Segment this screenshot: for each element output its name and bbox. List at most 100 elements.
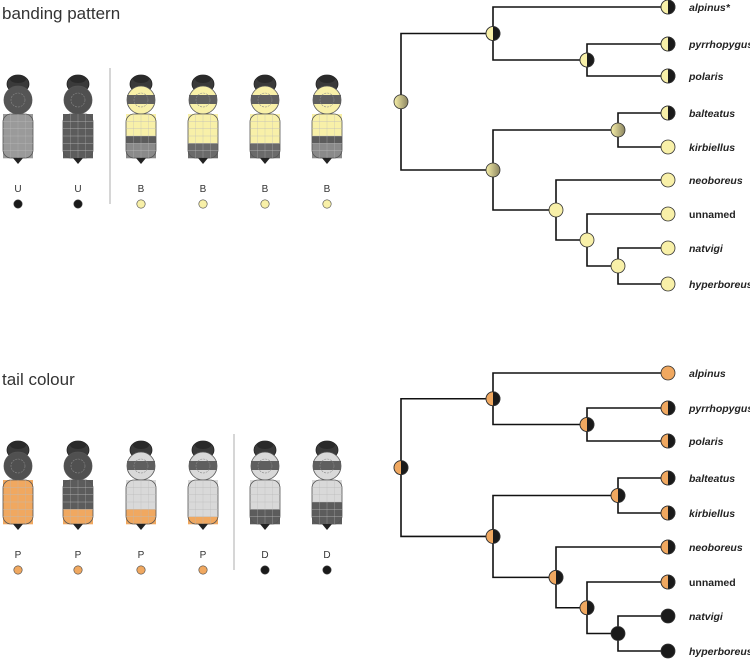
taxon-label: pyrrhopygus xyxy=(688,403,750,415)
taxon-label: kirbiellus xyxy=(689,142,735,154)
ancestral-state-node xyxy=(548,202,564,218)
ancestral-state-node xyxy=(610,488,626,503)
ancestral-state-node xyxy=(393,460,409,475)
tree-branch xyxy=(617,112,668,148)
taxon-label: pyrrhopygus xyxy=(688,39,750,51)
state-code-label: P xyxy=(15,550,22,561)
tip-state-node xyxy=(660,433,676,449)
tip-state-node xyxy=(660,470,676,486)
ancestral-state-node xyxy=(610,258,626,274)
state-code-label: B xyxy=(262,184,269,195)
state-code-label: B xyxy=(324,184,331,195)
tip-state-node xyxy=(660,36,676,52)
taxon-label: hyperboreus xyxy=(689,279,750,291)
state-code-label: U xyxy=(74,184,81,195)
ancestral-state-node xyxy=(610,122,626,138)
taxon-label: natvigi xyxy=(689,611,724,623)
state-code-label: B xyxy=(200,184,207,195)
taxon-label: unnamed xyxy=(689,209,736,221)
tip-state-node xyxy=(660,400,676,416)
state-dot xyxy=(260,199,270,209)
taxon-label: neoboreus xyxy=(689,175,743,187)
tip-state-node xyxy=(660,0,676,15)
tree-branch xyxy=(586,581,668,635)
ancestral-state-node xyxy=(579,232,595,248)
ancestral-state-node xyxy=(579,600,595,616)
tree-branch xyxy=(400,397,493,538)
panel-title-tail: tail colour xyxy=(2,370,75,389)
state-dot xyxy=(322,199,332,209)
tip-state-node xyxy=(660,505,676,521)
taxon-label: natvigi xyxy=(689,243,724,255)
state-code-label: P xyxy=(138,550,145,561)
ancestral-state-node xyxy=(548,569,564,585)
state-dot xyxy=(73,199,83,209)
tree-branch xyxy=(400,32,493,171)
tree-branch xyxy=(617,247,668,285)
state-code-label: P xyxy=(200,550,207,561)
tree-branch xyxy=(586,407,668,442)
bee-illustration xyxy=(62,74,94,164)
state-dot xyxy=(13,565,23,575)
bee-illustration xyxy=(125,74,157,164)
state-dot xyxy=(322,565,332,575)
taxon-label: balteatus xyxy=(689,108,735,120)
tree-branch xyxy=(617,615,668,652)
state-dot xyxy=(198,199,208,209)
taxon-label: unnamed xyxy=(689,577,736,589)
tree-branch xyxy=(617,477,668,514)
bee-illustration xyxy=(62,440,94,530)
state-dot xyxy=(136,565,146,575)
state-code-label: P xyxy=(75,550,82,561)
ancestral-state-node xyxy=(393,94,409,110)
state-dot xyxy=(198,565,208,575)
bee-illustration xyxy=(311,74,343,164)
bee-illustration xyxy=(249,74,281,164)
taxon-label: polaris xyxy=(688,436,724,448)
bee-illustration xyxy=(187,440,219,530)
tree-branch xyxy=(555,546,668,609)
phylogeny-tree-1: alpinuspyrrhopyguspolarisbalteatuskirbie… xyxy=(393,365,750,659)
state-code-label: U xyxy=(14,184,21,195)
taxon-label: balteatus xyxy=(689,473,735,485)
tip-state-node xyxy=(660,608,676,624)
ancestral-state-node xyxy=(485,391,501,407)
ancestral-state-node xyxy=(485,162,501,178)
tip-state-node xyxy=(660,105,676,121)
tip-state-node xyxy=(660,139,676,155)
tip-state-node xyxy=(660,276,676,292)
tip-state-node xyxy=(660,172,676,188)
tree-branch xyxy=(555,179,668,241)
taxon-label: hyperboreus xyxy=(689,646,750,658)
state-dot xyxy=(260,565,270,575)
tip-state-node xyxy=(660,643,676,659)
bee-illustration xyxy=(249,440,281,530)
ancestral-state-node xyxy=(485,26,501,41)
tree-branch xyxy=(586,43,668,77)
tip-state-node xyxy=(660,574,676,590)
ancestral-state-node xyxy=(579,417,595,432)
taxon-label: alpinus* xyxy=(689,2,731,14)
state-dot xyxy=(73,565,83,575)
ancestral-state-node xyxy=(579,52,595,68)
bee-illustration xyxy=(2,440,34,530)
tip-state-node xyxy=(660,240,676,256)
state-dot xyxy=(136,199,146,209)
panel-title-banding: banding pattern xyxy=(2,4,121,23)
taxon-label: alpinus xyxy=(689,368,726,380)
bee-illustration xyxy=(187,74,219,164)
phylogeny-tree-0: alpinus*pyrrhopyguspolarisbalteatuskirbi… xyxy=(393,0,750,292)
state-code-label: B xyxy=(138,184,145,195)
state-dot xyxy=(13,199,23,209)
taxon-label: neoboreus xyxy=(689,542,743,554)
ancestral-state-node xyxy=(610,626,626,641)
bee-illustration xyxy=(125,440,157,530)
state-code-label: D xyxy=(261,550,268,561)
tip-state-node xyxy=(660,206,676,222)
ancestral-state-node xyxy=(485,529,501,544)
tree-branch xyxy=(586,213,668,267)
bee-illustration xyxy=(2,74,34,164)
